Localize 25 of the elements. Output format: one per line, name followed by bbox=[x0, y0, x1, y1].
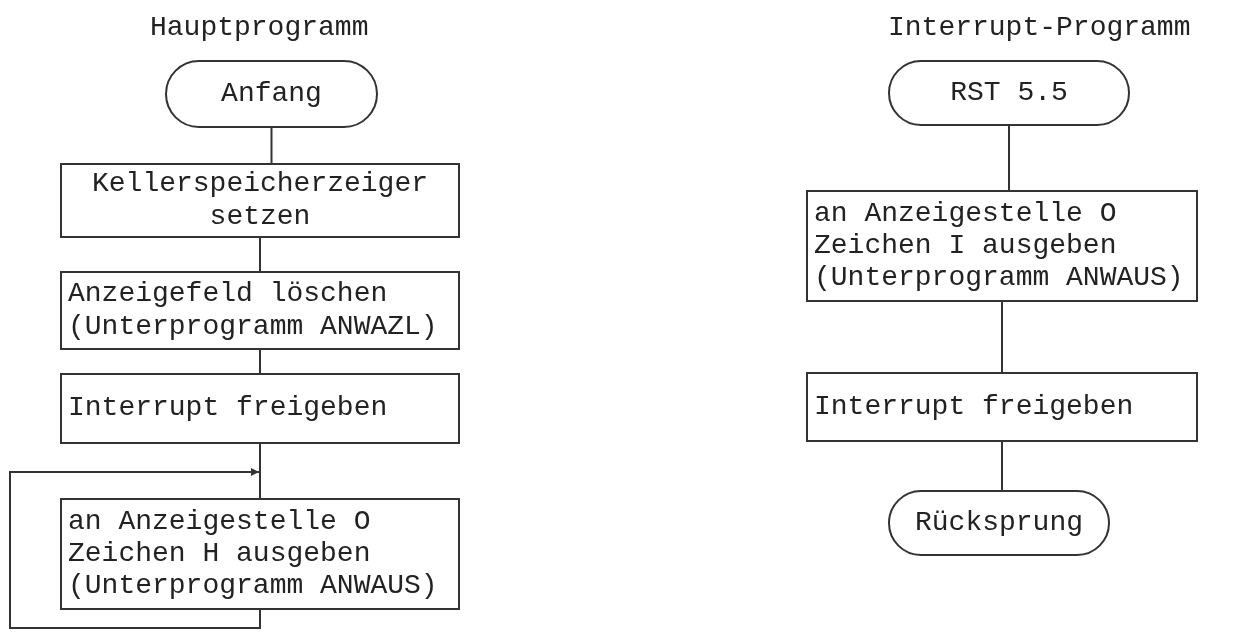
process-box bbox=[60, 163, 460, 238]
process-box bbox=[806, 372, 1198, 442]
node-text: an Anzeigestelle O Zeichen H ausgeben (Unterprogramm ANWAUS) bbox=[68, 505, 439, 603]
loop-arrow bbox=[9, 468, 261, 629]
node-text: Anfang bbox=[221, 77, 322, 111]
connector-line bbox=[259, 443, 261, 499]
node-text: Interrupt freigeben bbox=[814, 390, 1134, 424]
heading: Hauptprogramm bbox=[150, 12, 369, 43]
connector-line bbox=[1008, 125, 1010, 191]
connector-line bbox=[270, 127, 273, 164]
node-text: Kellerspeicherzeiger setzen bbox=[90, 168, 430, 233]
process-box bbox=[60, 373, 460, 444]
node-text: Interrupt freigeben bbox=[68, 392, 388, 425]
connector-line bbox=[1001, 441, 1003, 491]
heading: Interrupt-Programm bbox=[888, 12, 1191, 43]
connector-line bbox=[259, 237, 261, 272]
connector-line bbox=[259, 349, 261, 374]
connector-line bbox=[1001, 301, 1003, 373]
node-text: RST 5.5 bbox=[950, 76, 1068, 110]
process-box bbox=[60, 271, 460, 350]
process-box bbox=[806, 190, 1198, 302]
node-text: Rücksprung bbox=[915, 506, 1083, 540]
node-text: an Anzeigestelle O Zeichen I ausgeben (Unterprogramm ANWAUS) bbox=[814, 197, 1185, 295]
process-box bbox=[60, 498, 460, 610]
node-text: Anzeigefeld löschen (Unterprogramm ANWAZL) bbox=[68, 278, 439, 343]
